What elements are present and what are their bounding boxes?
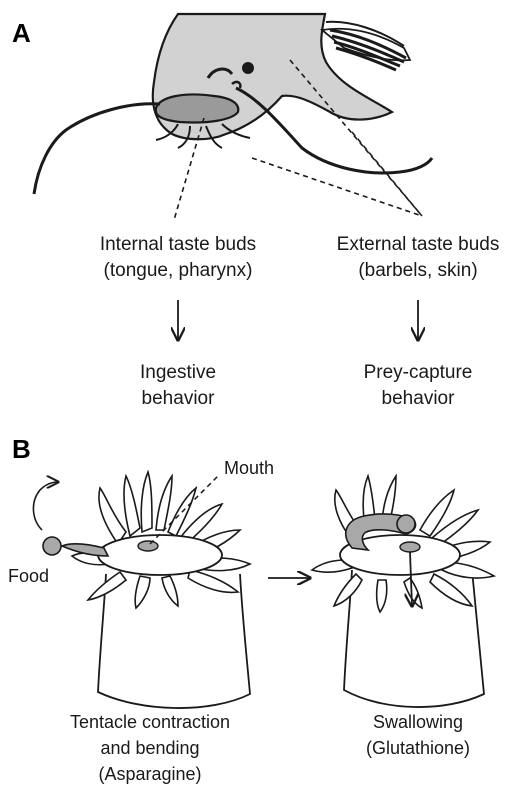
- external-label-line1: External taste buds: [337, 234, 500, 255]
- catfish-fin: [322, 22, 410, 70]
- food-pellet: [43, 537, 61, 555]
- anemone-left-oral-disc: [98, 535, 222, 575]
- left-caption-line2: and bending: [100, 738, 199, 758]
- left-caption-line1: Tentacle contraction: [70, 712, 230, 732]
- catfish-illustration: [34, 14, 432, 194]
- food-pellet-at-mouth: [397, 515, 415, 533]
- mouth-label: Mouth: [224, 458, 274, 478]
- pointer-external-1: [290, 60, 422, 216]
- anemone-left-mouth: [138, 541, 158, 551]
- prey-line2: behavior: [382, 388, 456, 409]
- catfish-eye: [242, 62, 254, 74]
- panel-b-letter: B: [12, 434, 31, 464]
- bending-arrow: [33, 482, 58, 530]
- anemone-left: [33, 472, 250, 708]
- anemone-right-mouth: [400, 542, 420, 552]
- ingestive-line1: Ingestive: [140, 362, 216, 383]
- panel-a-letter: A: [12, 18, 31, 48]
- food-holding-tentacle: [62, 544, 108, 556]
- prey-line1: Prey-capture: [364, 362, 473, 383]
- catfish-lips: [156, 95, 239, 123]
- ingestive-line2: behavior: [142, 388, 216, 409]
- food-label: Food: [8, 566, 49, 586]
- anemone-right: [312, 476, 494, 707]
- left-caption-line3: (Asparagine): [98, 764, 201, 784]
- right-caption-line2: (Glutathione): [366, 738, 470, 758]
- right-caption-line1: Swallowing: [373, 712, 463, 732]
- barbel-left: [34, 104, 160, 194]
- external-label-line2: (barbels, skin): [358, 260, 477, 281]
- internal-label-line1: Internal taste buds: [100, 234, 256, 255]
- internal-label-line2: (tongue, pharynx): [104, 260, 253, 281]
